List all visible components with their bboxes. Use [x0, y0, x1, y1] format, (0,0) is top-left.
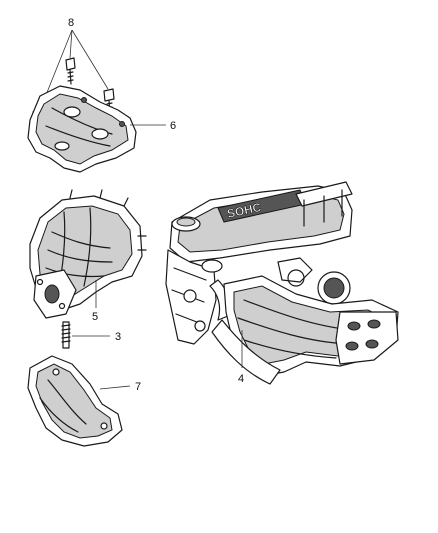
callout-8: 8: [68, 17, 74, 29]
exhaust-manifold: [29, 189, 147, 319]
stud-3: [61, 321, 71, 349]
callout-4: 4: [238, 373, 244, 385]
bolt-8-left: [65, 57, 76, 85]
engine-assembly: SOHC: [165, 181, 399, 385]
callout-5: 5: [92, 311, 98, 323]
callout-6: 6: [170, 120, 176, 132]
callout-3: 3: [115, 331, 121, 343]
lower-heat-shield: [27, 355, 123, 447]
callout-7: 7: [135, 381, 141, 393]
callout-7-leader: [99, 385, 131, 390]
upper-heat-shield: [27, 85, 137, 173]
